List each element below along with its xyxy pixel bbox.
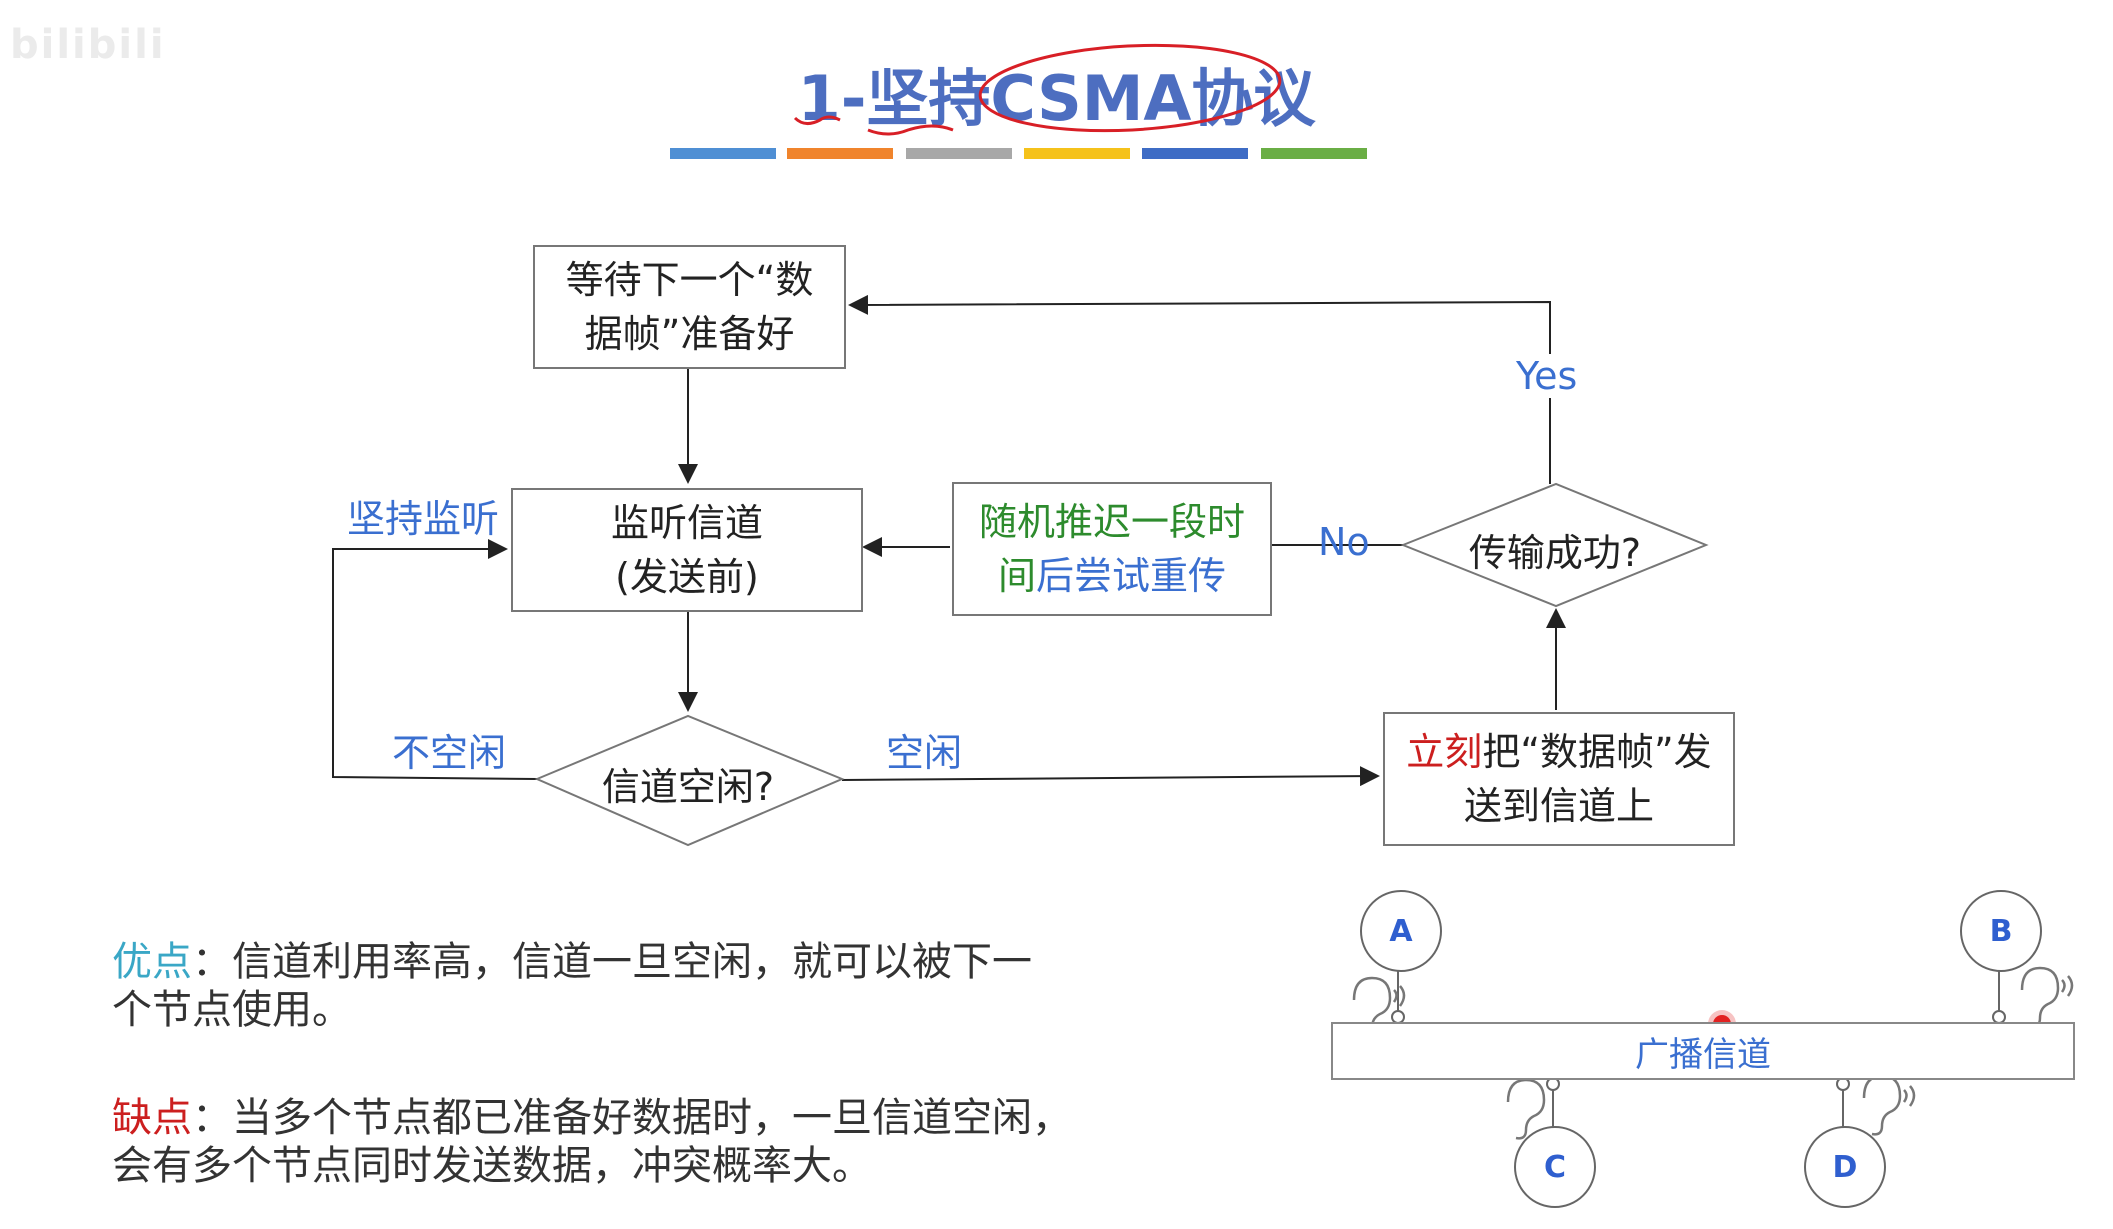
node-d-label: D	[1832, 1149, 1858, 1185]
send-line-1: 立刻把“数据帧”发	[1406, 725, 1711, 779]
arrow-yes-to-wait	[848, 294, 1551, 484]
handwritten-circle-annotation	[978, 43, 1282, 133]
idle-decision-diamond	[534, 714, 845, 847]
handwritten-underline-annotation	[793, 115, 841, 125]
retry-line-1: 随机推迟一段时	[978, 500, 1245, 544]
color-bar-3	[906, 148, 1012, 159]
listen-channel-box: 监听信道 (发送前)	[511, 488, 863, 612]
pros-note: 优点：信道利用率高，信道一旦空闲，就可以被下一 个节点使用。	[112, 938, 1032, 1034]
node-a: A	[1360, 890, 1442, 972]
retry-line-2-a: 间	[997, 554, 1036, 598]
send-frame-box: 立刻把“数据帧”发 送到信道上	[1383, 712, 1735, 846]
label-idle: 空闲	[886, 731, 963, 775]
ear-icon-d	[1862, 1074, 1916, 1136]
bilibili-watermark: bilibili	[10, 22, 166, 68]
wait-line-1: 等待下一个“数	[565, 258, 814, 302]
label-no: No	[1318, 520, 1370, 564]
success-decision-diamond	[1400, 482, 1709, 608]
send-line-2: 送到信道上	[1463, 784, 1654, 828]
node-a-label: A	[1389, 913, 1413, 949]
cons-label: 缺点	[112, 1095, 192, 1141]
broadcast-channel-label: 广播信道	[1635, 1034, 1771, 1075]
label-persist-listen: 坚持监听	[347, 497, 500, 541]
ear-icon-b	[2020, 966, 2074, 1028]
node-c-label: C	[1543, 1149, 1567, 1185]
node-b: B	[1960, 890, 2042, 972]
handwritten-underline-annotation-2	[867, 124, 954, 136]
send-line-1-text: 把“数据帧”发	[1482, 730, 1712, 774]
color-bar-2	[787, 148, 893, 159]
ear-icon-c	[1506, 1078, 1546, 1140]
label-busy: 不空闲	[392, 731, 507, 775]
send-immediately: 立刻	[1406, 730, 1483, 774]
listen-line-2: (发送前)	[615, 555, 759, 599]
cons-text-2: 会有多个节点同时发送数据，冲突概率大。	[112, 1143, 872, 1189]
page-title: 1-坚持CSMA协议	[797, 62, 1316, 135]
pros-text-2: 个节点使用。	[112, 987, 352, 1033]
label-yes: Yes	[1516, 354, 1578, 398]
broadcast-channel: 广播信道	[1331, 1022, 2075, 1080]
arrow-busy-loop	[332, 539, 538, 780]
arrow-idle-to-send	[841, 766, 1380, 787]
success-question: 传输成功?	[1468, 531, 1642, 575]
retry-line-2-b: 后尝试重传	[1036, 554, 1227, 598]
color-bar-6	[1261, 148, 1367, 159]
listen-line-1: 监听信道	[610, 501, 763, 545]
node-c: C	[1514, 1126, 1596, 1208]
color-bar-5	[1142, 148, 1248, 159]
retry-line-2: 间后尝试重传	[998, 549, 1226, 603]
color-bar-4	[1024, 148, 1130, 159]
node-d: D	[1804, 1126, 1886, 1208]
node-b-label: B	[1989, 913, 2013, 949]
retry-box: 随机推迟一段时 间后尝试重传	[952, 482, 1272, 616]
pros-text: ：信道利用率高，信道一旦空闲，就可以被下一	[192, 939, 1032, 985]
cons-note: 缺点：当多个节点都已准备好数据时，一旦信道空闲， 会有多个节点同时发送数据，冲突…	[112, 1094, 1072, 1190]
pros-label: 优点	[112, 939, 192, 985]
wait-line-2: 据帧”准备好	[584, 312, 795, 356]
wait-frame-box: 等待下一个“数 据帧”准备好	[533, 245, 846, 369]
idle-question: 信道空闲?	[601, 765, 775, 809]
color-bar-1	[670, 148, 776, 159]
cons-text: ：当多个节点都已准备好数据时，一旦信道空闲，	[192, 1095, 1072, 1141]
